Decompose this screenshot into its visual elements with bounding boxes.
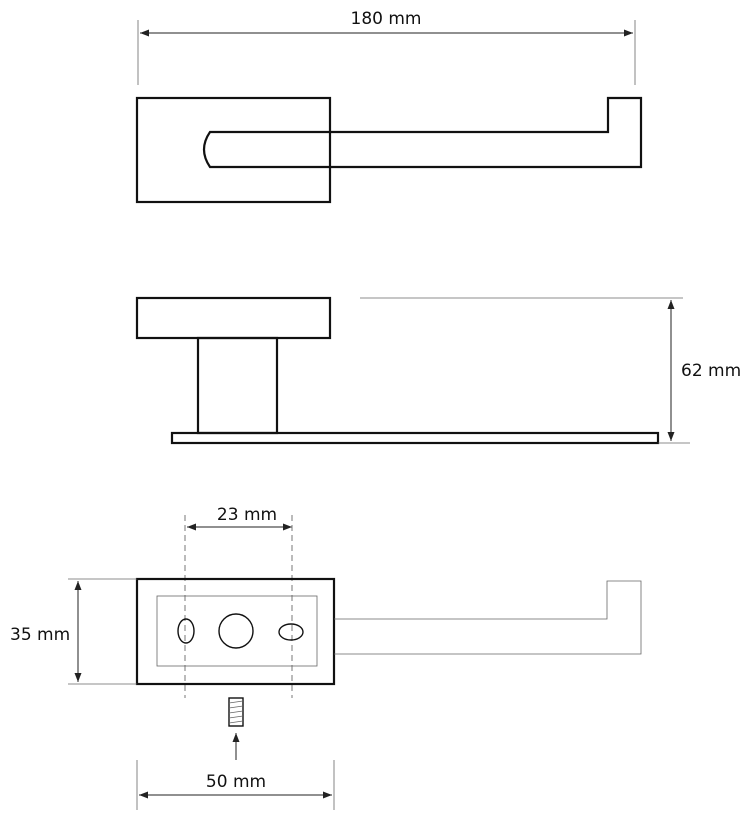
center-hole	[218, 613, 254, 649]
holder-arm-back	[334, 580, 642, 655]
plate-width-label: 50 mm	[206, 772, 266, 792]
screw-icon	[228, 697, 244, 727]
back-plate	[135, 577, 336, 686]
cap-side	[135, 296, 332, 340]
screw-hole-left	[177, 618, 195, 644]
wall-plate-front	[135, 96, 332, 204]
plate-height-label: 35 mm	[10, 625, 70, 645]
side-view: 62 mm	[135, 296, 741, 445]
rod-cap-front	[202, 130, 330, 169]
screw-hole-right	[278, 623, 304, 641]
back-view: 23 mm 35 mm 50 mm	[10, 505, 642, 810]
arm-side	[170, 431, 660, 445]
overall-width-label: 180 mm	[351, 9, 422, 29]
top-view: 180 mm	[135, 9, 643, 204]
hole-spacing-label: 23 mm	[217, 505, 277, 525]
height-label: 62 mm	[681, 361, 741, 381]
holder-arm-front	[330, 96, 643, 169]
mounting-bracket	[156, 595, 318, 667]
post-side	[196, 336, 279, 435]
